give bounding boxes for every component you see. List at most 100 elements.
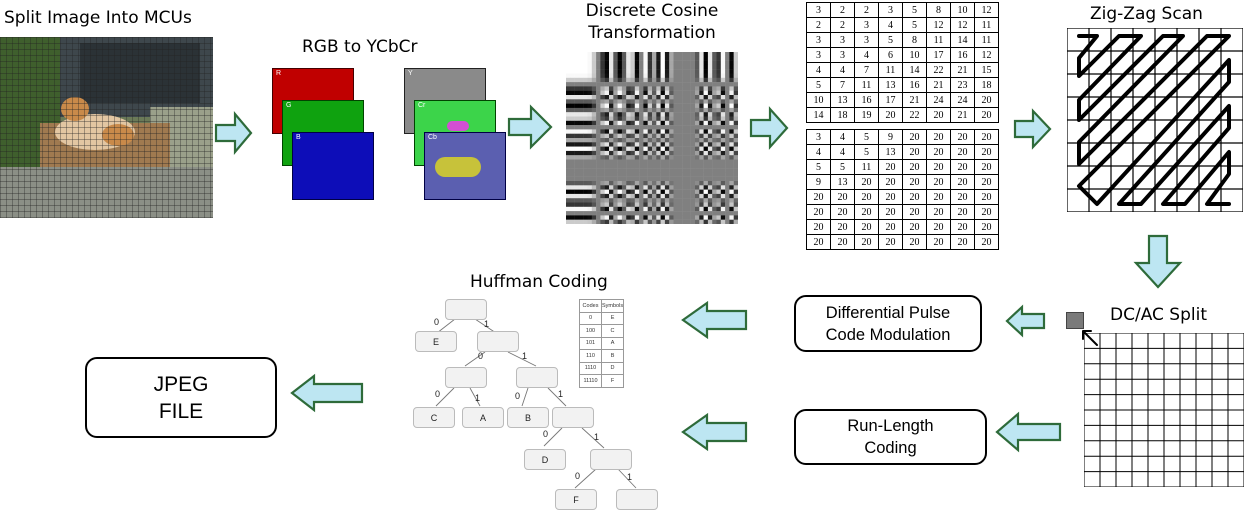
- huffman-leaf-d-label: D: [541, 454, 549, 465]
- y-channel-label: Y: [408, 70, 413, 77]
- cb-channel: Cb: [424, 132, 506, 200]
- dct-basis-grid: [566, 52, 738, 224]
- huffman-bit: 0: [515, 391, 521, 401]
- table-cell: B: [600, 349, 625, 363]
- dc-ac-grid: [1084, 333, 1244, 487]
- huffman-root-node: [445, 299, 487, 320]
- left-arrow-icon: [290, 373, 364, 413]
- cr-channel-label: Cr: [418, 102, 426, 109]
- down-arrow-icon: [1133, 234, 1183, 289]
- split-title: Split Image Into MCUs: [4, 8, 192, 28]
- right-arrow-icon: [214, 110, 253, 156]
- huffman-bit: 0: [434, 317, 440, 327]
- table-cell: 14: [806, 107, 831, 123]
- right-arrow-icon: [507, 104, 553, 150]
- rle-line2: Coding: [864, 439, 917, 457]
- cr-highlight: [447, 121, 469, 131]
- right-arrow-icon: [1013, 108, 1052, 150]
- huffman-internal-node: [616, 489, 658, 510]
- jpeg-line2: FILE: [158, 399, 204, 423]
- huffman-bit: 0: [575, 471, 581, 481]
- huffman-bit: 0: [435, 389, 441, 399]
- huffman-bit: 0: [478, 351, 484, 361]
- rgb-title: RGB to YCbCr: [302, 37, 418, 57]
- run-length-coding-box: Run-Length Coding: [794, 409, 987, 465]
- cb-channel-label: Cb: [428, 134, 437, 141]
- zigzag-path: [1077, 34, 1231, 206]
- cat-photo-grid: [0, 37, 213, 218]
- left-arrow-icon: [995, 411, 1062, 453]
- jpeg-file-box: JPEG FILE: [85, 357, 277, 438]
- zigzag-scan-grid: [1067, 28, 1243, 212]
- dct-title-line2: Transformation: [588, 23, 716, 43]
- dc-coefficient-square: [1066, 312, 1084, 329]
- huffman-leaf-d: D: [524, 449, 566, 470]
- cb-highlight: [435, 157, 481, 177]
- red-channel-label: R: [276, 70, 282, 77]
- huffman-bit: 1: [558, 389, 564, 399]
- ycbcr-channel-stack: Y Cr Cb: [404, 68, 506, 200]
- huffman-bit: 1: [522, 351, 528, 361]
- blue-channel: B: [292, 132, 374, 200]
- huffman-leaf-b-label: B: [524, 412, 531, 423]
- huffman-internal-node: [590, 449, 632, 470]
- rle-line1: Run-Length: [847, 417, 934, 435]
- green-channel-label: G: [286, 102, 292, 109]
- dpcm-line1: Differential Pulse: [825, 303, 951, 322]
- dpcm-box: Differential Pulse Code Modulation: [794, 295, 982, 352]
- table-cell: 20: [974, 234, 999, 250]
- dct-title: Discrete Cosine Transformation: [572, 0, 732, 44]
- huffman-leaf-c-label: C: [430, 412, 438, 423]
- left-arrow-icon: [1005, 304, 1046, 338]
- huffman-bit: 1: [484, 319, 490, 329]
- huffman-internal-node: [552, 407, 594, 428]
- huffman-leaf-c: C: [413, 407, 455, 428]
- jpeg-line1: JPEG: [153, 372, 209, 396]
- huffman-bit: 1: [627, 472, 633, 482]
- table-cell: 18: [830, 107, 855, 123]
- dct-title-line1: Discrete Cosine: [585, 1, 719, 21]
- table-cell: F: [600, 374, 625, 388]
- huffman-internal-node: [477, 331, 519, 352]
- zigzag-title: Zig-Zag Scan: [1090, 4, 1203, 24]
- huffman-bit: 0: [543, 429, 549, 439]
- table-cell: 20: [974, 107, 999, 123]
- right-arrow-icon: [749, 106, 789, 150]
- huffman-leaf-a: A: [462, 407, 504, 428]
- left-arrow-icon: [681, 412, 748, 452]
- table-cell: 22: [902, 107, 927, 123]
- table-cell: A: [600, 336, 625, 350]
- huffman-bit: 1: [475, 393, 481, 403]
- huffman-bit: 1: [594, 432, 600, 442]
- huffman-leaf-b: B: [507, 407, 549, 428]
- table-cell: 20: [806, 234, 831, 250]
- huffman-leaf-f-label: F: [573, 494, 579, 505]
- blue-channel-label: B: [296, 134, 301, 141]
- huffman-leaf-e: E: [415, 331, 457, 352]
- dcac-title: DC/AC Split: [1110, 305, 1207, 325]
- huffman-leaf-e-label: E: [432, 336, 439, 347]
- huffman-internal-node: [516, 367, 558, 388]
- left-arrow-icon: [681, 300, 748, 340]
- huffman-title: Huffman Coding: [470, 272, 608, 292]
- huffman-leaf-a-label: A: [479, 412, 486, 423]
- huffman-internal-node: [445, 367, 487, 388]
